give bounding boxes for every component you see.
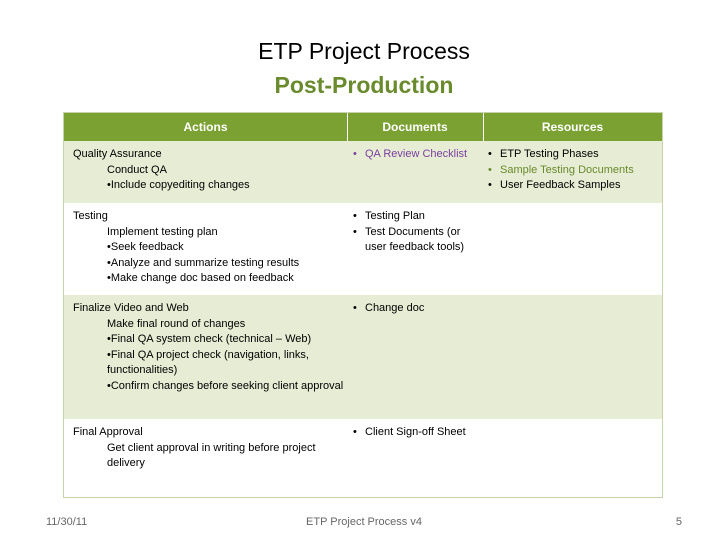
action-item: •Make change doc based on feedback <box>107 272 294 284</box>
footer-title: ETP Project Process v4 <box>306 516 422 528</box>
table-row: Testing Implement testing plan •Seek fee… <box>64 203 662 295</box>
action-item: •Final QA project check (navigation, lin… <box>107 348 309 377</box>
header-resources: Resources <box>541 120 604 134</box>
table-row: Finalize Video and Web Make final round … <box>64 295 662 419</box>
action-title: Finalize Video and Web <box>73 302 189 314</box>
action-subtitle: Get client approval in writing before pr… <box>107 441 316 470</box>
action-item: •Seek feedback <box>107 241 184 253</box>
table-header: Actions Documents Resources <box>64 113 662 141</box>
footer-date: 11/30/11 <box>46 516 88 528</box>
header-actions: Actions <box>183 120 228 134</box>
action-item: •Include copyediting changes <box>107 179 250 191</box>
header-divider <box>347 113 348 141</box>
document-item: •Testing Plan <box>353 210 425 222</box>
action-title: Testing <box>73 210 108 222</box>
document-link[interactable]: •QA Review Checklist <box>353 148 468 160</box>
page-number: 5 <box>675 516 682 528</box>
header-documents: Documents <box>382 120 448 134</box>
document-item: •Client Sign-off Sheet <box>353 426 466 438</box>
resource-item: •User Feedback Samples <box>488 179 621 191</box>
action-title: Final Approval <box>73 426 143 438</box>
action-item: •Analyze and summarize testing results <box>107 256 300 269</box>
table-row: Quality Assurance Conduct QA •Include co… <box>64 141 662 203</box>
table-row: Final Approval Get client approval in wr… <box>64 419 662 495</box>
resource-item: •ETP Testing Phases <box>488 148 599 160</box>
action-subtitle: Conduct QA <box>107 163 167 176</box>
process-table: Actions Documents Resources Quality Assu… <box>63 112 663 498</box>
slide-title: ETP Project Process <box>258 38 470 64</box>
slide-subtitle: Post-Production <box>274 72 454 98</box>
action-item: •Confirm changes before seeking client a… <box>107 379 344 392</box>
document-item: •Change doc <box>353 302 425 314</box>
action-subtitle: Make final round of changes <box>107 317 246 330</box>
action-title: Quality Assurance <box>73 148 162 160</box>
resource-link[interactable]: •Sample Testing Documents <box>488 163 634 176</box>
header-divider <box>483 113 484 141</box>
action-item: •Final QA system check (technical – Web) <box>107 333 312 345</box>
action-subtitle: Implement testing plan <box>107 225 218 238</box>
document-item: •Test Documents (or user feedback tools) <box>353 225 465 254</box>
